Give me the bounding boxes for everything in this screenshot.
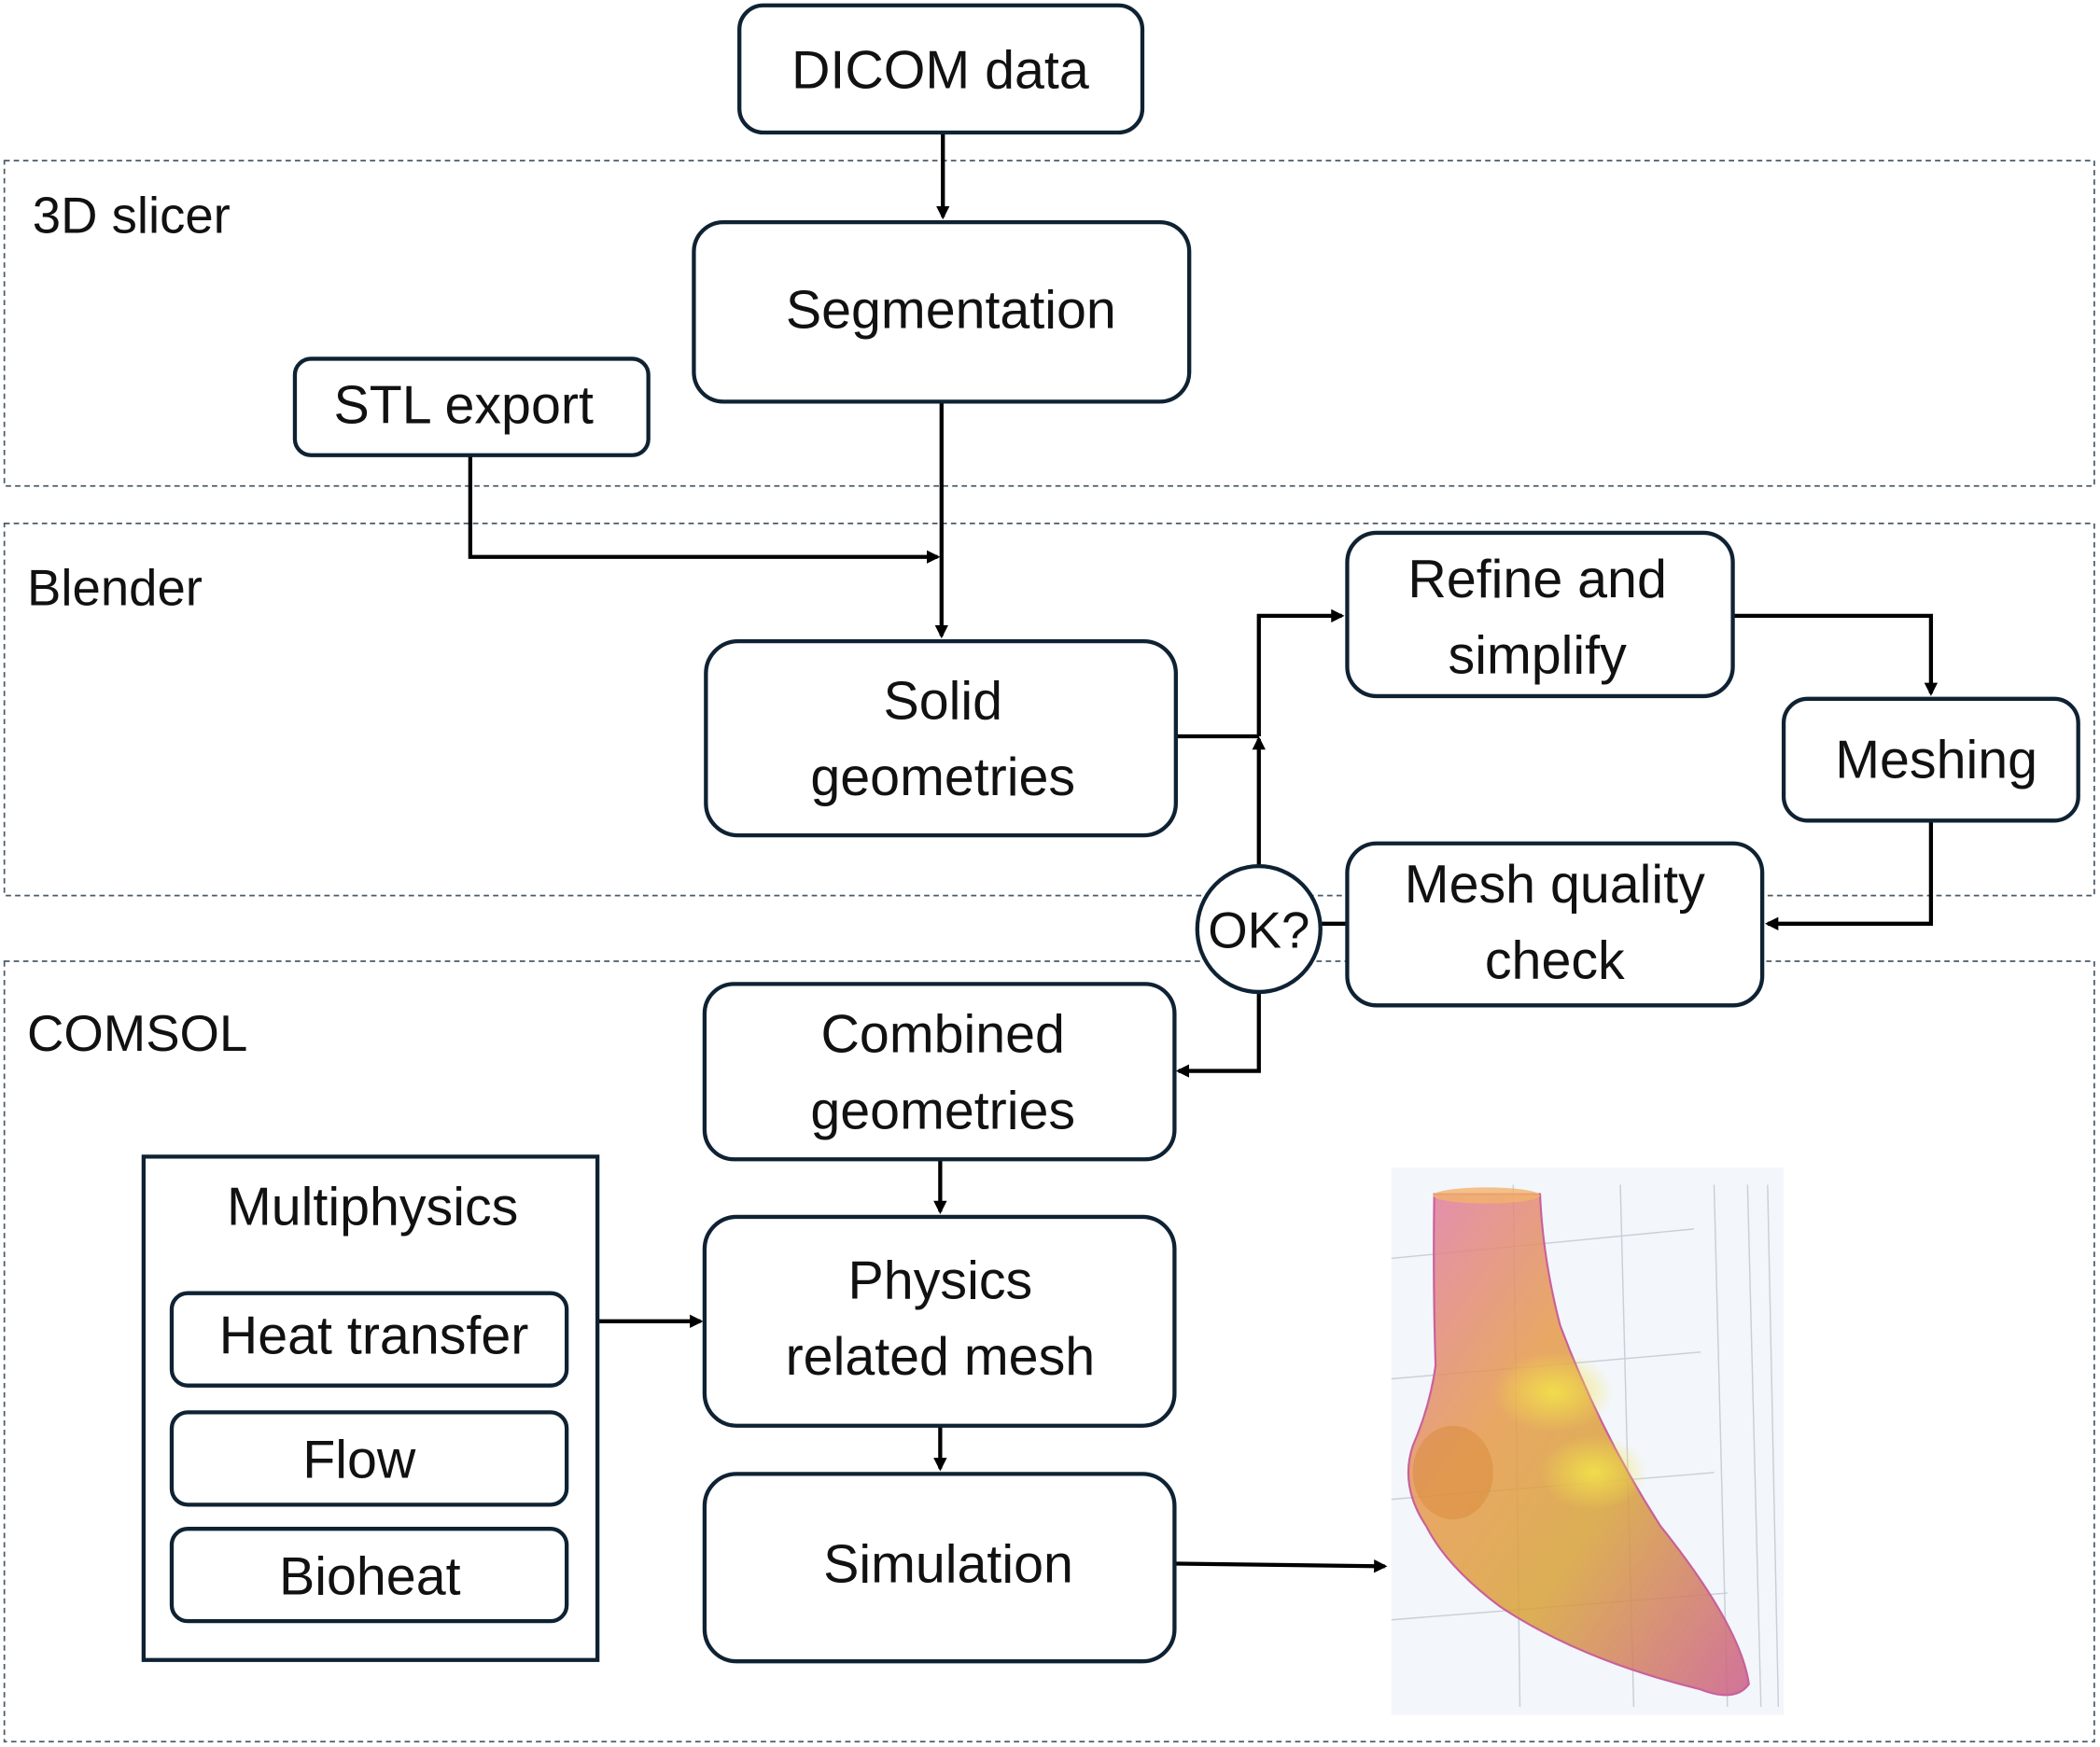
node-meshing[interactable]: Meshing — [1781, 696, 2080, 823]
node-label: STL export — [333, 375, 593, 435]
node-combined-geometries[interactable]: Combined geometries — [702, 982, 1177, 1162]
edge-ok-combined — [1175, 993, 1261, 1078]
edge-meshing-quality — [1765, 821, 1934, 930]
item-label: Bioheat — [279, 1546, 461, 1606]
node-label: check — [1485, 931, 1625, 991]
node-label: geometries — [810, 1081, 1075, 1140]
node-mesh-quality-check[interactable]: Mesh quality check — [1345, 841, 1765, 1008]
edges — [468, 133, 1939, 1573]
node-label: related mesh — [786, 1327, 1096, 1387]
lane-3d-slicer: 3D slicer — [3, 160, 2095, 487]
multiphysics-item-heat-transfer[interactable]: Heat transfer — [169, 1291, 569, 1388]
lane-label: Blender — [27, 559, 203, 616]
multiphysics-item-bioheat[interactable]: Bioheat — [169, 1527, 569, 1624]
node-label: Simulation — [823, 1535, 1073, 1595]
node-simulation[interactable]: Simulation — [702, 1472, 1177, 1664]
node-physics-related-mesh[interactable]: Physics related mesh — [702, 1214, 1177, 1428]
node-label: DICOM data — [791, 41, 1089, 101]
multiphysics-panel: Multiphysics Heat transfer Flow Bioheat — [141, 1154, 600, 1662]
lane-blender: Blender — [3, 523, 2095, 897]
decision-ok[interactable]: OK? — [1195, 863, 1323, 995]
edge-stl-solid — [468, 454, 941, 564]
node-solid-geometries[interactable]: Solid geometries — [704, 638, 1178, 838]
node-label: Physics — [848, 1251, 1033, 1310]
node-label: Segmentation — [786, 280, 1116, 340]
node-refine-and-simplify[interactable]: Refine and simplify — [1345, 530, 1735, 699]
node-label: geometries — [810, 748, 1075, 807]
lane-comsol: COMSOL — [3, 960, 2095, 1743]
node-label: OK? — [1208, 902, 1309, 959]
multiphysics-title: Multiphysics — [227, 1178, 518, 1237]
node-label: Meshing — [1835, 730, 2037, 790]
lane-label: 3D slicer — [33, 188, 231, 245]
node-label: Mesh quality — [1405, 855, 1705, 915]
foot-render-image — [1391, 1167, 1785, 1715]
item-label: Flow — [302, 1431, 416, 1490]
item-label: Heat transfer — [219, 1306, 529, 1365]
node-stl-export[interactable]: STL export — [292, 356, 651, 457]
edge-simulation-render — [1175, 1559, 1388, 1573]
node-label: Solid — [883, 671, 1002, 731]
node-segmentation[interactable]: Segmentation — [692, 219, 1192, 404]
node-dicom-data[interactable]: DICOM data — [737, 3, 1145, 135]
edge-refine-meshing — [1732, 613, 1939, 696]
lane-label: COMSOL — [27, 1005, 247, 1062]
multiphysics-item-flow[interactable]: Flow — [169, 1410, 569, 1507]
node-label: Refine and — [1407, 550, 1666, 609]
node-label: simplify — [1449, 626, 1628, 686]
edge-junction-refine — [1256, 608, 1345, 736]
node-label: Combined — [821, 1005, 1065, 1065]
